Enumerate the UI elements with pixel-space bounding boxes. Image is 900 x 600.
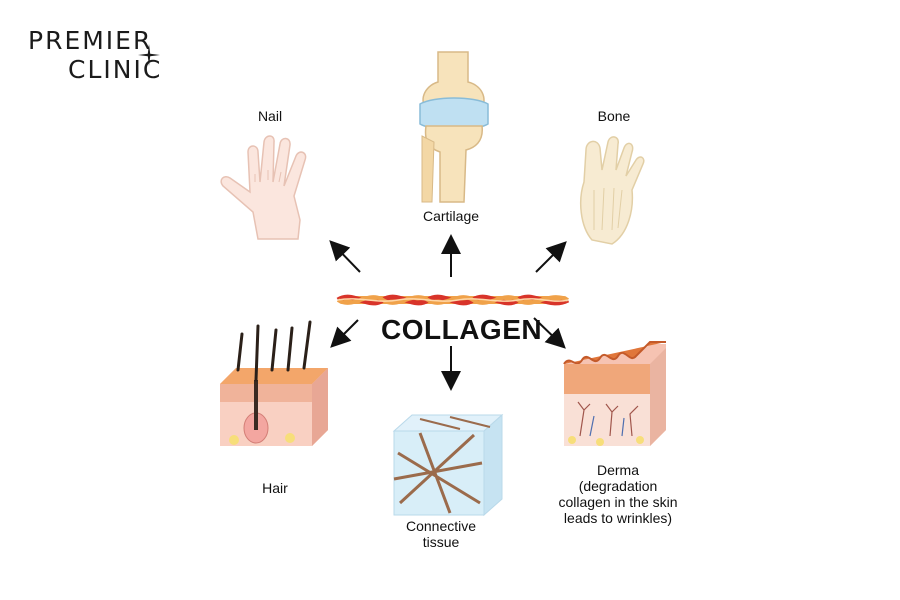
label-connective-tissue: Connective tissue <box>396 518 486 550</box>
arrow-to-bone <box>535 241 567 273</box>
hand-illustration <box>220 135 307 240</box>
derma-skin-illustration <box>563 341 666 446</box>
label-derma-line3: collagen in the skin <box>558 494 678 510</box>
arrow-to-derma <box>533 317 566 349</box>
arrow-to-nail <box>329 240 361 273</box>
collagen-fiber <box>336 294 570 306</box>
label-derma: Derma (degradation collagen in the skin … <box>548 462 688 526</box>
connective-tissue-illustration <box>392 413 504 517</box>
foot-bone-illustration <box>579 136 645 245</box>
label-bone: Bone <box>597 108 631 124</box>
knee-cartilage-illustration <box>419 51 489 203</box>
label-connective-line1: Connective <box>405 518 477 534</box>
label-nail: Nail <box>257 108 283 124</box>
label-connective-line2: tissue <box>422 534 460 550</box>
premier-clinic-logo: PREMIER CLINIC <box>28 26 178 86</box>
collagen-title: COLLAGEN <box>381 314 543 345</box>
sparkle-icon <box>138 44 160 66</box>
logo-line-clinic: CLINIC <box>68 55 163 84</box>
label-derma-line1: Derma <box>596 462 639 478</box>
label-cartilage: Cartilage <box>422 208 480 224</box>
hair-skin-illustration <box>220 320 328 446</box>
logo-line-premier: PREMIER <box>28 26 153 55</box>
label-derma-line4: leads to wrinkles) <box>563 510 673 526</box>
arrow-to-hair <box>330 319 359 348</box>
label-derma-line2: (degradation <box>578 478 658 494</box>
label-hair: Hair <box>262 480 288 496</box>
